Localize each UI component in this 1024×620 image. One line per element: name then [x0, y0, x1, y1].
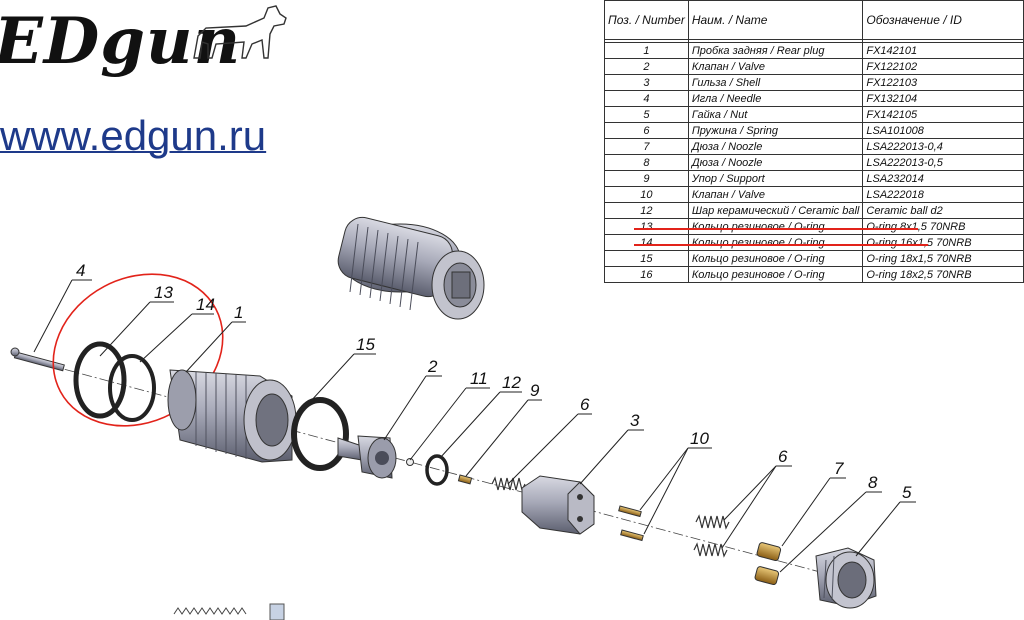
callout-1: 1: [185, 303, 246, 373]
callout-label: 3: [630, 411, 640, 430]
callout-label: 13: [154, 283, 173, 302]
callout-label: 7: [834, 459, 844, 478]
callout-label: 12: [502, 373, 521, 392]
row-name: Кольцо резиновое / O-ring: [687, 266, 864, 283]
o-ring-14: [108, 354, 156, 422]
callout-10: 10: [639, 429, 712, 535]
callout-6-top: 6: [507, 395, 592, 485]
valve-part: [337, 435, 397, 479]
callout-15: 15: [309, 335, 376, 403]
edgun-logo: EDgun: [0, 4, 242, 79]
shell-part: [521, 475, 595, 535]
callout-6-bottom: 6: [721, 447, 792, 549]
small-part-fragment: [269, 603, 285, 620]
callout-label: 5: [902, 483, 912, 502]
brand-block: EDgun www.edgun.ru: [0, 0, 300, 170]
o-ring-15: [291, 397, 349, 471]
rear-plug-body: [167, 369, 297, 463]
callout-11: 11: [409, 369, 490, 461]
row-id: LSA222013-0,5: [862, 154, 1024, 171]
header-number: Поз. / Number: [604, 0, 689, 40]
nozzle-7: [756, 542, 782, 562]
callout-4: 4: [33, 261, 92, 353]
nut-part: [815, 547, 877, 609]
row-name: Дюза / Noozle: [687, 138, 864, 155]
valve-pin-1: [618, 505, 642, 518]
callout-3: 3: [579, 411, 644, 485]
callout-label: 8: [868, 473, 878, 492]
assembly-axis: [29, 359, 821, 573]
callout-label: 10: [690, 429, 709, 448]
row-number: 12: [604, 202, 689, 219]
callout-label: 9: [530, 381, 540, 400]
highlight-underline-row-14: [634, 244, 928, 246]
rear-plug-view: [337, 216, 485, 320]
row-id: FX142105: [862, 106, 1024, 123]
callout-label: 2: [427, 357, 438, 376]
dog-logo-icon: [193, 5, 287, 59]
row-id: LSA222013-0,4: [862, 138, 1024, 155]
callout-label: 1: [234, 303, 243, 322]
callout-label: 14: [196, 295, 215, 314]
row-number: 16: [604, 266, 689, 283]
callout-7: 7: [781, 459, 846, 547]
highlight-underline-row-13: [634, 228, 918, 230]
spring-fragment: [173, 607, 247, 615]
row-id: O-ring 18x1,5 70NRB: [862, 250, 1024, 267]
header-id: Обозначение / ID: [862, 0, 1024, 40]
callout-8: 8: [779, 473, 882, 573]
row-name: Пробка задняя / Rear plug: [687, 42, 864, 59]
support-part: [457, 474, 473, 485]
callout-5: 5: [855, 483, 916, 557]
callout-label: 6: [580, 395, 590, 414]
callout-12: 12: [439, 373, 522, 459]
o-ring-12: [425, 454, 449, 486]
callout-label: 15: [356, 335, 375, 354]
row-name: Упор / Support: [687, 170, 864, 187]
callout-label: 4: [76, 261, 85, 280]
callout-13: 13: [99, 283, 174, 357]
parts-table: Поз. / Number Наим. / Name Обозначение /…: [604, 0, 1024, 283]
callouts: 4 13 14 1 15 2 11 12: [33, 261, 916, 573]
callout-label: 11: [470, 369, 488, 388]
ceramic-ball: [406, 458, 414, 466]
row-name: Шар керамический / Ceramic ball: [687, 202, 864, 219]
row-id: O-ring 18x2,5 70NRB: [862, 266, 1024, 283]
callout-14: 14: [139, 295, 215, 363]
callout-2: 2: [383, 357, 442, 441]
spring-pair: [693, 514, 730, 558]
row-name: Дюза / Noozle: [687, 154, 864, 171]
callout-9: 9: [465, 381, 542, 477]
o-ring-13: [73, 341, 127, 419]
needle-part: [10, 347, 65, 372]
website-link[interactable]: www.edgun.ru: [0, 112, 267, 159]
callout-label: 6: [778, 447, 788, 466]
valve-pin-2: [620, 529, 644, 542]
nozzle-8: [754, 566, 780, 586]
